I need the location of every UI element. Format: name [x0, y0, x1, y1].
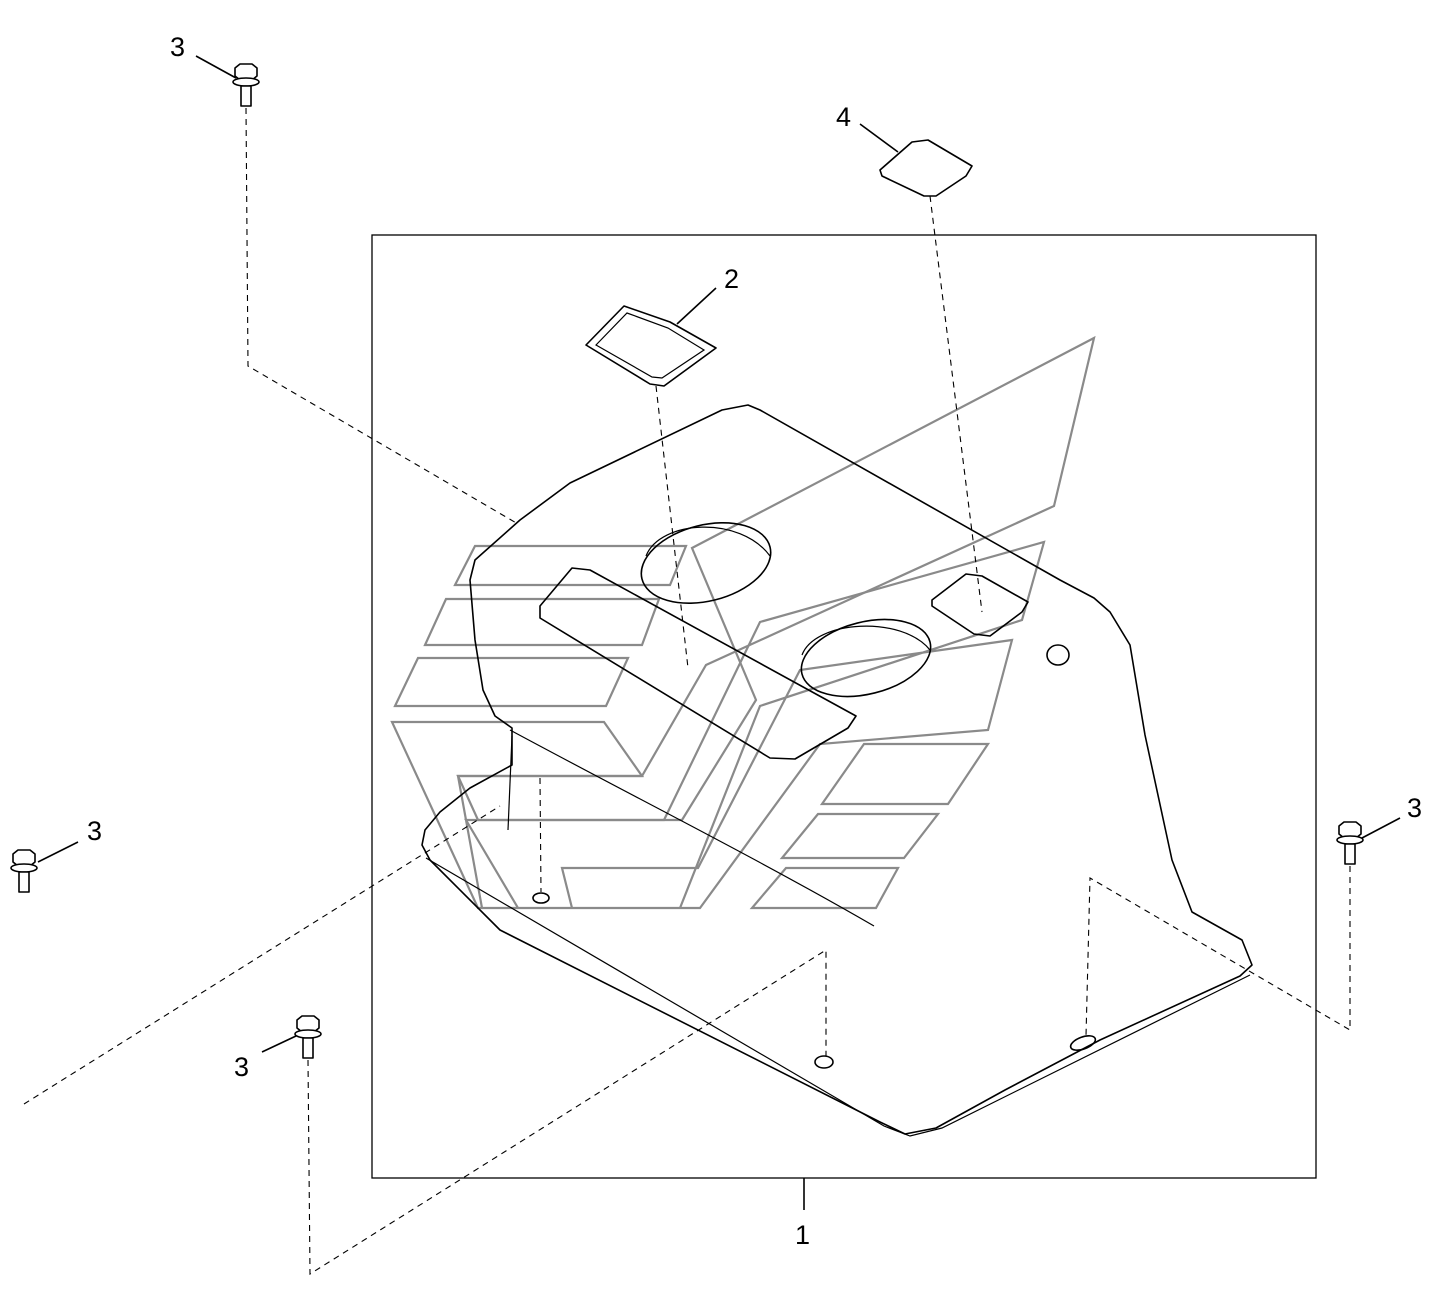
callout-1: 1	[795, 1220, 810, 1250]
mounting-hole	[1069, 1035, 1097, 1051]
leader-line-3	[37, 841, 79, 863]
mounting-hole	[532, 892, 550, 904]
gasket-seal	[585, 305, 717, 387]
leader-line-3	[195, 55, 237, 79]
callout-2: 2	[724, 264, 739, 294]
round-opening	[800, 618, 932, 698]
callout-3: 3	[234, 1052, 249, 1082]
flange-bolt	[10, 849, 38, 893]
callout-3: 3	[170, 32, 185, 62]
round-opening	[640, 522, 772, 604]
callout-4: 4	[836, 102, 851, 132]
leader-line-2	[676, 287, 717, 325]
leader-line-4	[859, 123, 899, 153]
flange-bolt	[1336, 821, 1364, 865]
assembly-path-lines	[23, 107, 1351, 1275]
flange-bolt	[294, 1015, 322, 1059]
mounting-hole	[814, 1055, 834, 1069]
leader-line-3	[1361, 817, 1401, 839]
flange-bolt	[232, 63, 260, 107]
leader-line-3	[261, 1035, 297, 1053]
callout-3: 3	[87, 816, 102, 846]
kit-frame	[371, 234, 1317, 1179]
mounting-hole	[1046, 644, 1070, 666]
logo-decal	[390, 335, 1096, 910]
engine-cover-panel	[421, 404, 1253, 1137]
callout-3: 3	[1407, 793, 1422, 823]
cap-plug	[879, 139, 973, 197]
